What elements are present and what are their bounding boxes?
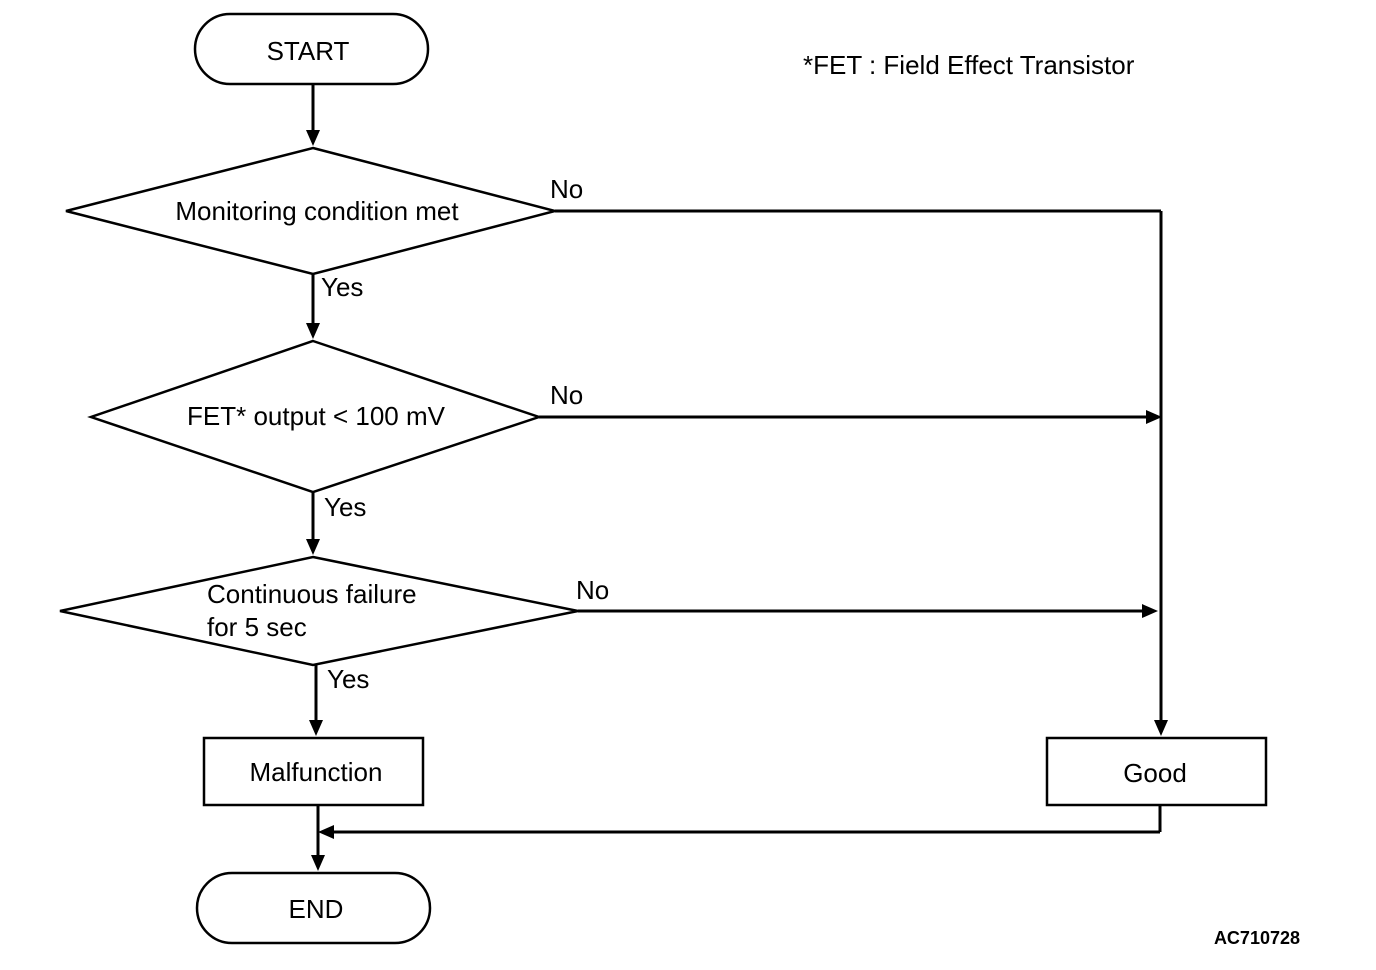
d3-yes-label: Yes [327, 664, 369, 694]
decision-continuous-failure [59, 555, 579, 667]
arrow-to-decision1 [306, 130, 320, 146]
d1-yes-label: Yes [321, 272, 363, 302]
start-label: START [267, 36, 350, 66]
arrow-to-good [1154, 720, 1168, 736]
malfunction-box [202, 736, 425, 807]
d2-no-label: No [550, 380, 583, 410]
arrow-to-decision2 [306, 323, 320, 339]
figure-code: AC710728 [1214, 928, 1300, 948]
malfunction-label: Malfunction [250, 757, 383, 787]
arrow-good-return [318, 825, 334, 839]
arrow-to-malfunction [309, 720, 323, 736]
good-box [1045, 736, 1268, 807]
arrow-d3-no [1142, 604, 1158, 618]
decision3-label-line1: Continuous failure [207, 579, 417, 609]
footnote: *FET : Field Effect Transistor [803, 50, 1135, 80]
arrow-d2-no [1146, 410, 1162, 424]
decision2-label: FET* output < 100 mV [187, 401, 446, 431]
arrow-to-end [311, 855, 325, 871]
end-terminal [195, 871, 432, 945]
arrow-to-decision3 [306, 539, 320, 555]
decision1-label: Monitoring condition met [175, 196, 459, 226]
end-label: END [289, 894, 344, 924]
d2-yes-label: Yes [324, 492, 366, 522]
d3-no-label: No [576, 575, 609, 605]
d1-no-label: No [550, 174, 583, 204]
decision3-label-line2: for 5 sec [207, 612, 307, 642]
good-label: Good [1123, 758, 1187, 788]
